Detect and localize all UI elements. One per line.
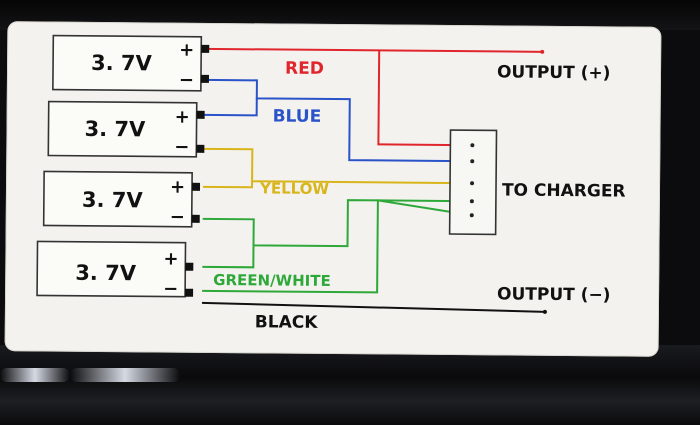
battery-cell-2 [47, 100, 198, 158]
cell-voltage-3: 3. 7V [82, 188, 144, 213]
terminal-tab [185, 262, 194, 271]
cell-voltage-4: 3. 7V [75, 261, 137, 286]
wire-label-blue: BLUE [273, 106, 322, 126]
blue-link [203, 98, 258, 117]
red-wire [204, 47, 543, 53]
cell-plus-3: + [170, 177, 185, 198]
light-reflection [0, 368, 70, 382]
cell-plus-2: + [175, 107, 190, 128]
output-positive-terminal [540, 49, 545, 54]
terminal-tab [191, 214, 200, 223]
connector-pin [470, 143, 475, 148]
yellow-wire [203, 147, 473, 185]
terminal-tab [200, 74, 209, 83]
connector-pin [470, 159, 475, 164]
wiring-diagram: 3. 7V + − 3. 7V + − 3. 7V + − 3. 7V + − … [36, 34, 626, 333]
light-reflection [70, 368, 180, 382]
wire-label-black: BLACK [255, 312, 319, 333]
terminal-tab [185, 288, 194, 297]
wire-label-yellow: YELLOW [259, 179, 330, 198]
cell-minus-1: − [179, 70, 194, 91]
wire-label-green-white: GREEN/WHITE [213, 271, 331, 290]
cell-voltage-2: 3. 7V [84, 117, 146, 142]
cell-minus-3: − [170, 207, 185, 228]
battery-cell-1 [52, 34, 203, 92]
output-negative-label: OUTPUT (−) [497, 284, 611, 305]
connector-pin [470, 181, 475, 186]
battery-cells [36, 34, 210, 298]
yellow-link [203, 181, 254, 189]
black-wire [201, 301, 545, 313]
connector-pin [469, 213, 474, 218]
battery-cell-3 [42, 170, 193, 228]
output-positive-label: OUTPUT (+) [497, 62, 611, 83]
red-wire-branch [377, 50, 473, 147]
cell-minus-2: − [174, 137, 189, 158]
connector-pin [469, 199, 474, 204]
wire-label-red: RED [285, 59, 324, 79]
cell-plus-4: + [163, 249, 178, 270]
wiring-label-card: 3. 7V + − 3. 7V + − 3. 7V + − 3. 7V + − … [4, 21, 662, 357]
green-link [202, 245, 255, 269]
cell-voltage-1: 3. 7V [91, 51, 153, 76]
device-bottom-body [0, 345, 700, 425]
green-wire [202, 199, 472, 248]
charger-label: TO CHARGER [502, 180, 626, 201]
terminal-tab [191, 182, 201, 191]
cell-minus-4: − [163, 279, 178, 300]
output-negative-terminal [542, 309, 547, 314]
terminal-tab [201, 44, 210, 53]
terminal-tab [196, 110, 205, 119]
green-white-wire [202, 199, 472, 294]
blue-wire [203, 78, 473, 163]
cell-plus-1: + [179, 40, 194, 61]
terminal-tab [196, 144, 205, 153]
